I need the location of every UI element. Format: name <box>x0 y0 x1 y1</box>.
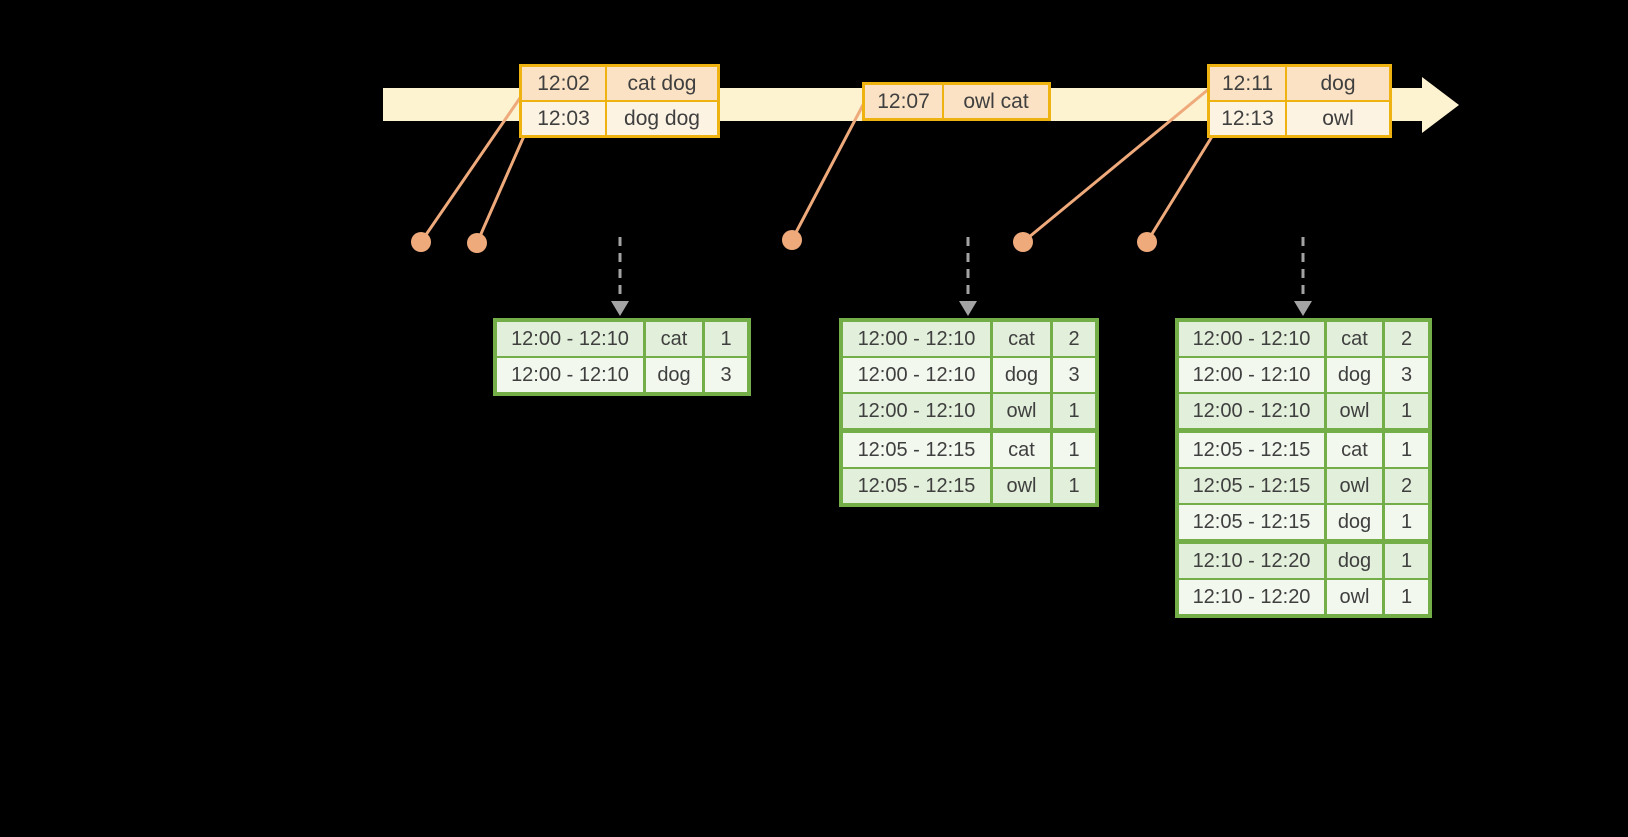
word-cell: cat <box>646 322 702 356</box>
event-words-cell: dog dog <box>607 102 717 135</box>
word-cell: dog <box>1327 358 1382 392</box>
count-cell: 2 <box>1385 322 1428 356</box>
word-cell: dog <box>1327 505 1382 539</box>
word-cell: cat <box>1327 433 1382 467</box>
connector-line <box>475 135 526 244</box>
trigger-arrowhead-icon <box>1294 301 1312 316</box>
connector-line <box>1022 86 1211 244</box>
count-cell: 1 <box>1385 433 1428 467</box>
count-cell: 1 <box>1385 394 1428 428</box>
window-cell: 12:00 - 12:10 <box>497 358 643 392</box>
event-words-cell: dog <box>1287 67 1389 100</box>
event-words-cell: cat dog <box>607 67 717 100</box>
count-cell: 1 <box>705 322 747 356</box>
event-dot-icon <box>411 232 431 252</box>
window-cell: 12:05 - 12:15 <box>1179 505 1324 539</box>
connector-line <box>419 94 524 243</box>
window-cell: 12:00 - 12:10 <box>843 358 990 392</box>
window-cell: 12:05 - 12:15 <box>843 469 990 503</box>
window-cell: 12:10 - 12:20 <box>1179 580 1324 614</box>
count-cell: 3 <box>1385 358 1428 392</box>
word-cell: owl <box>1327 394 1382 428</box>
window-cell: 12:00 - 12:10 <box>843 322 990 356</box>
word-cell: cat <box>993 433 1050 467</box>
window-cell: 12:00 - 12:10 <box>1179 358 1324 392</box>
event-words-cell: owl cat <box>944 85 1048 118</box>
word-cell: cat <box>1327 322 1382 356</box>
word-cell: cat <box>993 322 1050 356</box>
window-cell: 12:05 - 12:15 <box>1179 469 1324 503</box>
event-time-cell: 12:13 <box>1210 102 1285 135</box>
window-cell: 12:10 - 12:20 <box>1179 544 1324 578</box>
count-cell: 1 <box>1053 433 1095 467</box>
window-cell: 12:00 - 12:10 <box>843 394 990 428</box>
count-cell: 1 <box>1053 469 1095 503</box>
event-dot-icon <box>1137 232 1157 252</box>
word-cell: owl <box>993 394 1050 428</box>
trigger-arrowhead-icon <box>611 301 629 316</box>
word-cell: owl <box>1327 580 1382 614</box>
word-cell: dog <box>993 358 1050 392</box>
count-cell: 2 <box>1385 469 1428 503</box>
event-dot-icon <box>1013 232 1033 252</box>
count-cell: 3 <box>705 358 747 392</box>
event-time-cell: 12:07 <box>865 85 942 118</box>
word-cell: owl <box>993 469 1050 503</box>
connector-line <box>1145 129 1218 243</box>
event-dot-icon <box>782 230 802 250</box>
count-cell: 3 <box>1053 358 1095 392</box>
word-cell: dog <box>646 358 702 392</box>
event-time-cell: 12:11 <box>1210 67 1285 100</box>
trigger-arrowhead-icon <box>959 301 977 316</box>
count-cell: 2 <box>1053 322 1095 356</box>
event-dot-icon <box>467 233 487 253</box>
count-cell: 1 <box>1385 580 1428 614</box>
event-time-cell: 12:03 <box>522 102 605 135</box>
word-cell: owl <box>1327 469 1382 503</box>
window-cell: 12:00 - 12:10 <box>1179 394 1324 428</box>
word-cell: dog <box>1327 544 1382 578</box>
count-cell: 1 <box>1385 544 1428 578</box>
window-cell: 12:05 - 12:15 <box>1179 433 1324 467</box>
window-cell: 12:00 - 12:10 <box>1179 322 1324 356</box>
count-cell: 1 <box>1053 394 1095 428</box>
timeline-arrowhead-icon <box>1422 77 1459 133</box>
event-time-cell: 12:02 <box>522 67 605 100</box>
connector-line <box>790 102 866 241</box>
window-cell: 12:00 - 12:10 <box>497 322 643 356</box>
event-words-cell: owl <box>1287 102 1389 135</box>
count-cell: 1 <box>1385 505 1428 539</box>
window-cell: 12:05 - 12:15 <box>843 433 990 467</box>
